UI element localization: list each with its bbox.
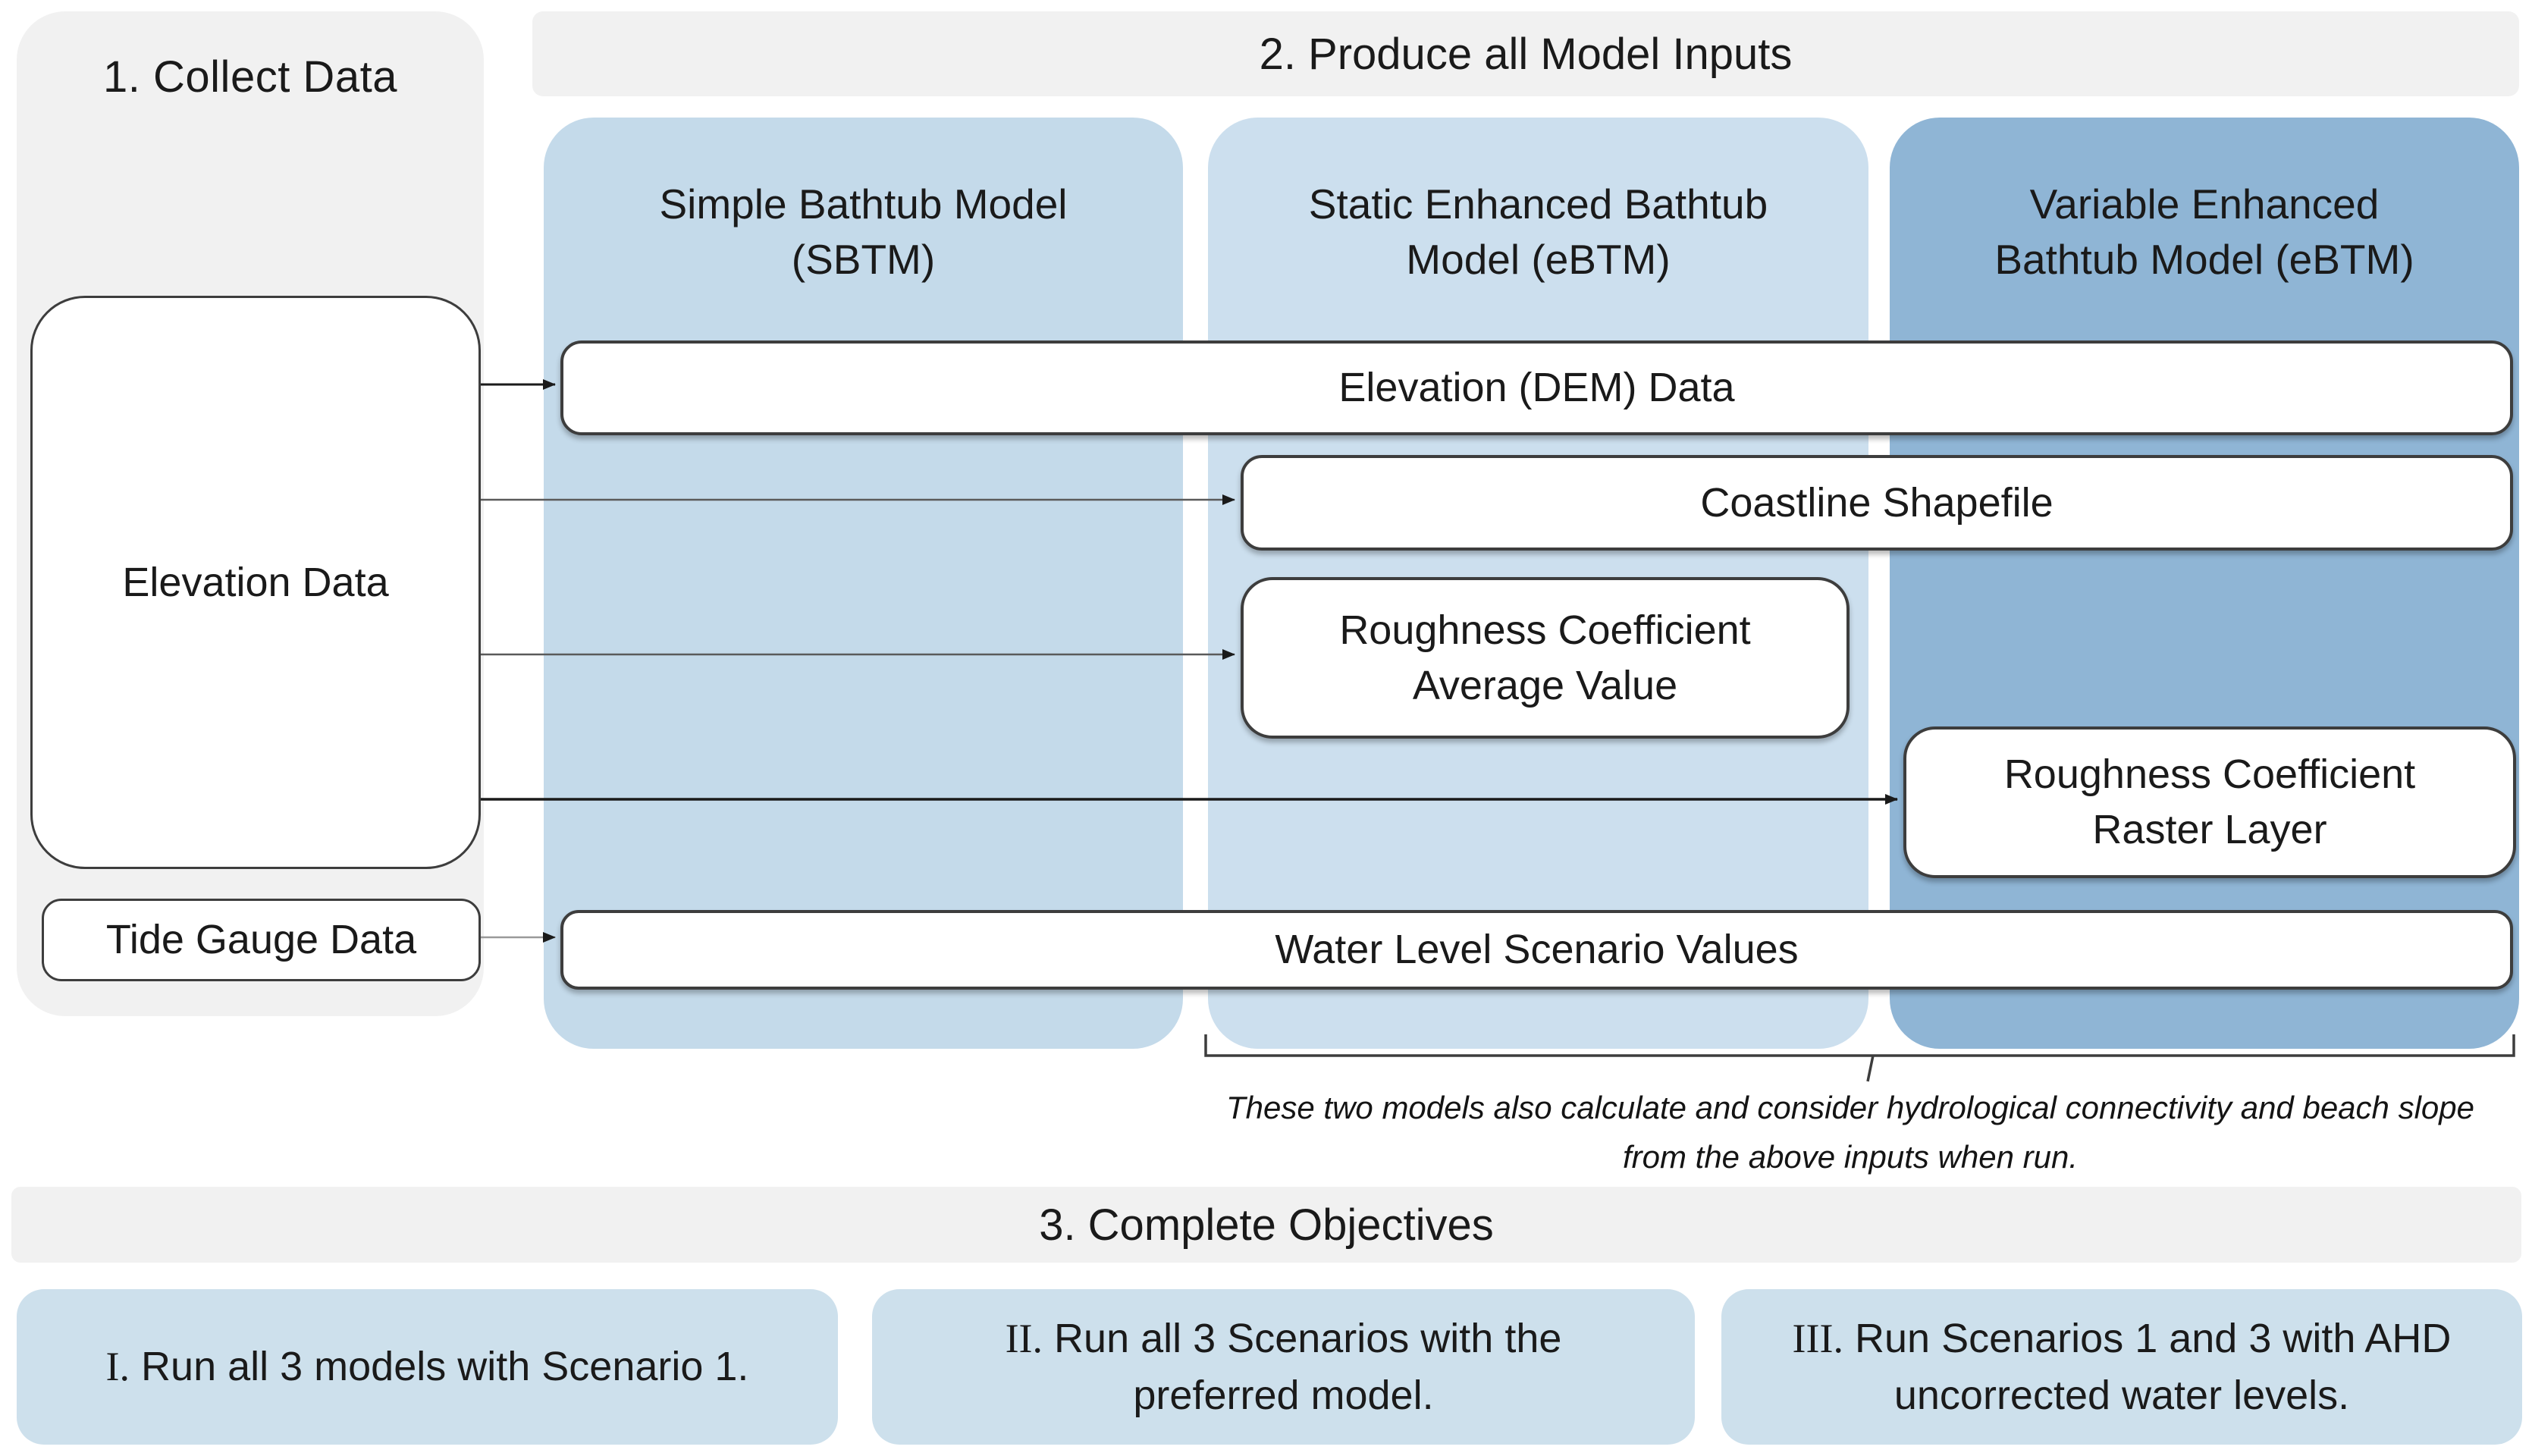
ebtm-footnote: These two models also calculate and cons… [1183, 1083, 2518, 1181]
objective-2-box: II. Run all 3 Scenarios with the preferr… [872, 1289, 1695, 1445]
elevation-data-box: Elevation Data [30, 296, 481, 869]
ebtm-footnote-line2: from the above inputs when run. [1622, 1139, 2079, 1175]
column-sbtm: Simple Bathtub Model (SBTM) [544, 118, 1183, 1049]
objectives-heading: 3. Complete Objectives [1039, 1200, 1494, 1250]
column-variable-ebtm-title: Variable Enhanced Bathtub Model (eBTM) [1994, 180, 2414, 283]
objective-3-text: III. Run Scenarios 1 and 3 with AHD [1792, 1315, 2452, 1361]
column-variable-ebtm: Variable Enhanced Bathtub Model (eBTM) [1890, 118, 2519, 1049]
tide-gauge-data-box: Tide Gauge Data [42, 899, 481, 981]
ebtm-footnote-line1: These two models also calculate and cons… [1226, 1090, 2474, 1125]
objective-3-box: III. Run Scenarios 1 and 3 with AHD unco… [1721, 1289, 2522, 1445]
objectives-header: 3. Complete Objectives [11, 1187, 2521, 1263]
column-sbtm-title: Simple Bathtub Model (SBTM) [659, 180, 1068, 283]
input-coastline-shapefile-box: Coastline Shapefile [1241, 455, 2513, 551]
produce-inputs-header: 2. Produce all Model Inputs [532, 11, 2519, 96]
column-static-ebtm-title: Static Enhanced Bathtub Model (eBTM) [1308, 180, 1768, 283]
produce-inputs-heading: 2. Produce all Model Inputs [1259, 29, 1793, 79]
input-water-level-box: Water Level Scenario Values [560, 910, 2513, 990]
input-roughness-average-box: Roughness Coefficient Average Value [1241, 577, 1850, 739]
input-elevation-dem-box: Elevation (DEM) Data [560, 340, 2513, 435]
objective-1-box: I. Run all 3 models with Scenario 1. [17, 1289, 838, 1445]
input-roughness-raster-box: Roughness Coefficient Raster Layer [1903, 726, 2516, 878]
objective-2-text: II. Run all 3 Scenarios with the [1005, 1315, 1562, 1361]
collect-data-heading: 1. Collect Data [103, 52, 397, 102]
objective-1-text: I. Run all 3 models with Scenario 1. [105, 1344, 749, 1390]
